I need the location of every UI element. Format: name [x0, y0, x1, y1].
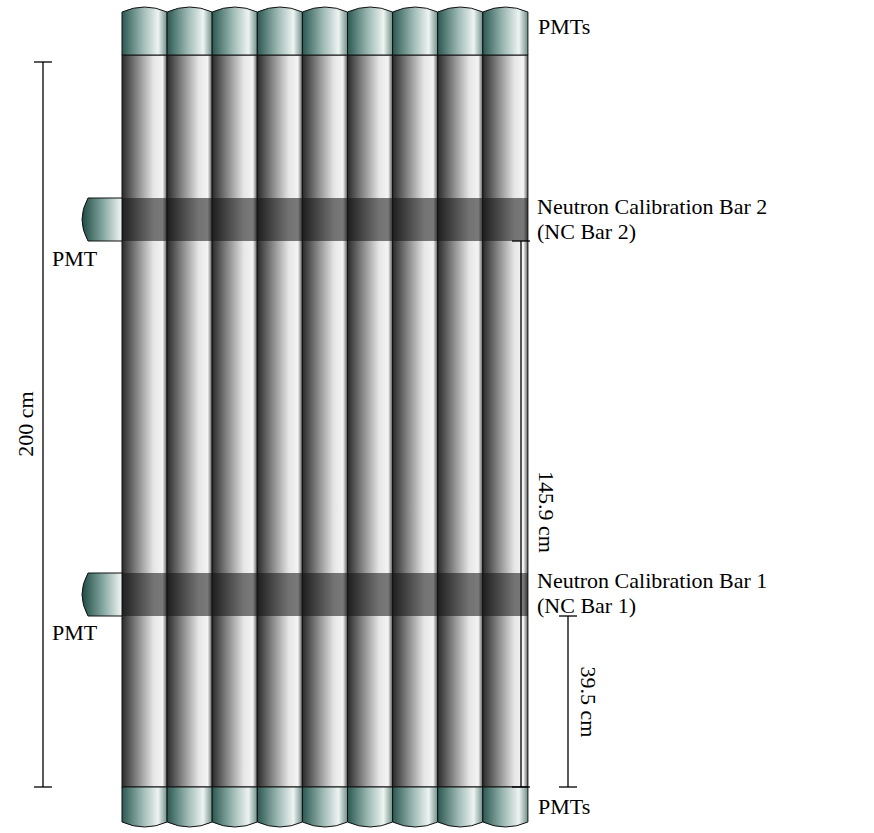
pmt-symbol — [348, 7, 393, 55]
scintillator-bar — [438, 55, 483, 787]
pmt-symbol — [483, 7, 528, 55]
calibration-bar — [122, 198, 528, 241]
dimension: 145.9 cm — [533, 471, 558, 553]
pmt-symbol — [82, 198, 122, 241]
pmt-symbol — [122, 7, 167, 55]
scintillator-bar — [302, 55, 347, 787]
pmt-symbol — [393, 7, 438, 55]
pmt-label: PMTs — [538, 14, 590, 39]
scintillator-bar — [483, 55, 528, 787]
pmt-label: PMT — [52, 246, 97, 271]
calibration-bar — [122, 573, 528, 616]
scintillator-bar — [212, 55, 257, 787]
pmt-symbol — [348, 787, 393, 827]
pmt-label: PMTs — [538, 794, 590, 819]
scintillator-bar — [122, 55, 167, 787]
pmt-symbol — [302, 7, 347, 55]
pmt-symbol — [257, 787, 302, 827]
pmt-symbol — [302, 787, 347, 827]
scintillator-bar — [348, 55, 393, 787]
pmt-symbol — [167, 7, 212, 55]
pmt-symbol — [438, 787, 483, 827]
pmt-symbol — [257, 7, 302, 55]
pmt-symbol — [82, 573, 122, 616]
pmt-symbol — [167, 787, 212, 827]
scintillator-bar — [167, 55, 212, 787]
pmt-symbol — [212, 7, 257, 55]
pmt-symbol — [438, 7, 483, 55]
dimension: 200 cm — [13, 391, 38, 456]
pmt-symbol — [122, 787, 167, 827]
scintillator-bar — [257, 55, 302, 787]
dimension: 39.5 cm — [575, 667, 600, 738]
part-name: Neutron Calibration Bar 1 (NC Bar 1) — [537, 568, 787, 619]
part-name: Neutron Calibration Bar 2 (NC Bar 2) — [537, 194, 787, 245]
pmt-symbol — [483, 787, 528, 827]
pmt-symbol — [212, 787, 257, 827]
scintillator-bar — [393, 55, 438, 787]
pmt-symbol — [393, 787, 438, 827]
pmt-label: PMT — [52, 620, 97, 645]
